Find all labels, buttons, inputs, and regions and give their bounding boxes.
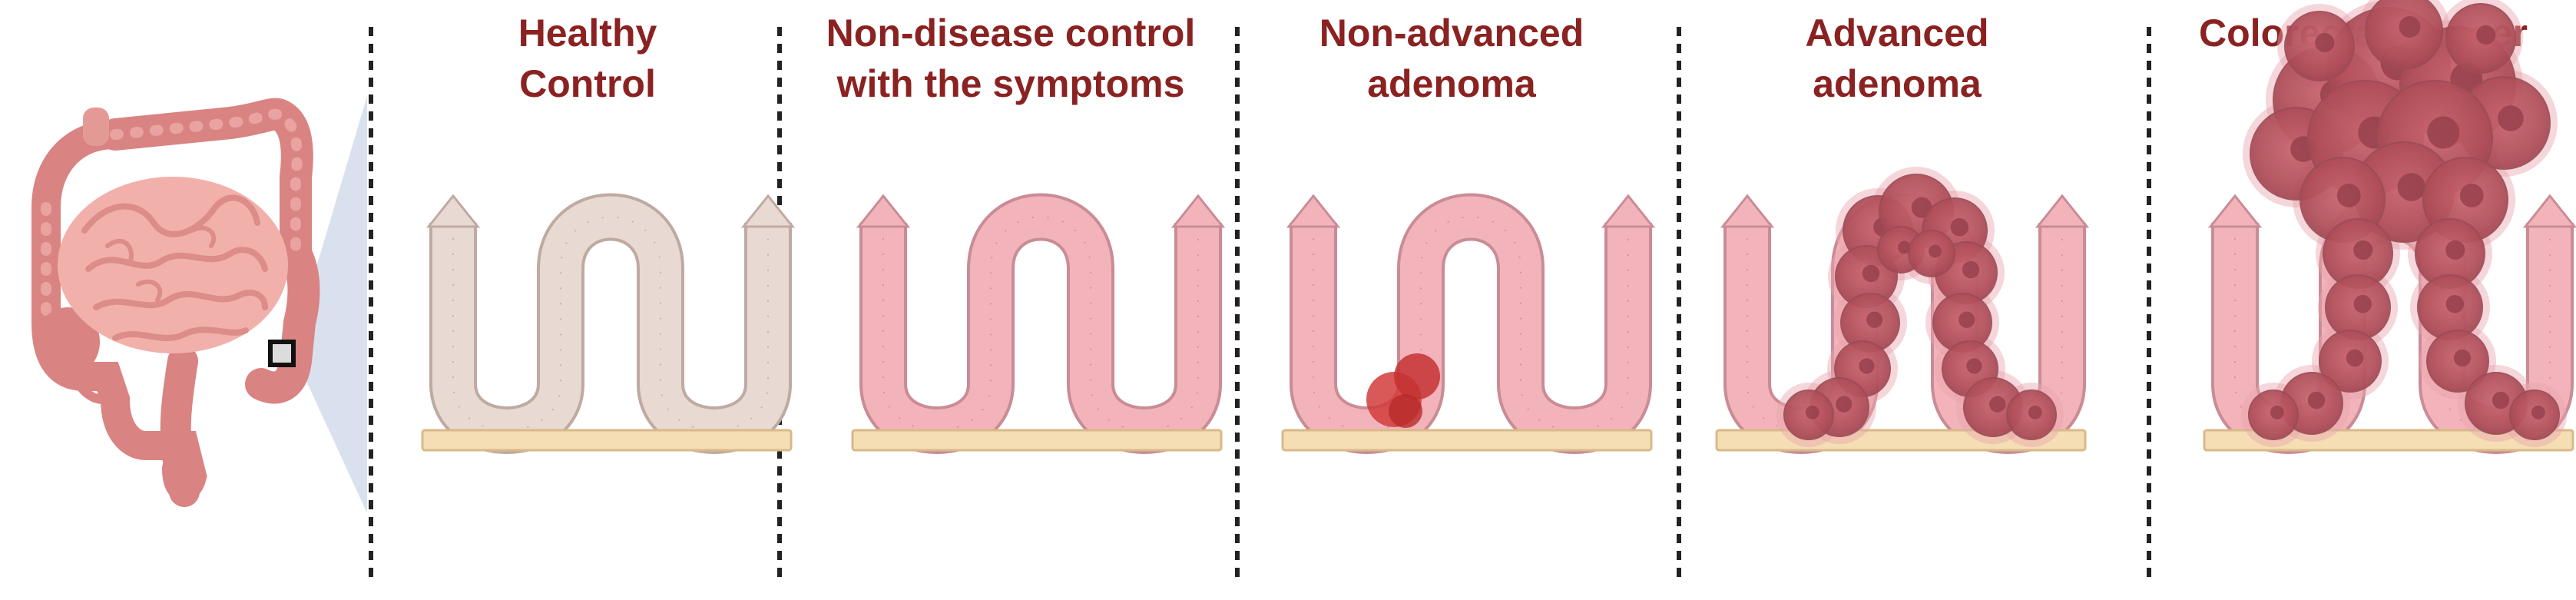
tumor-lesion <box>2241 0 2567 447</box>
basement-membrane <box>851 429 1223 452</box>
title-line: Control <box>519 62 656 105</box>
tissue-panels <box>421 0 2576 454</box>
title-line: with the symptoms <box>836 62 1185 105</box>
title-non-disease-control: Non-disease control with the symptoms <box>790 8 1232 109</box>
tissue-colorectal-cancer <box>2203 0 2576 454</box>
title-line: Non-disease control <box>826 12 1196 55</box>
tissue-healthy-control <box>421 193 796 454</box>
tumor-lesion <box>1776 167 2064 447</box>
basement-membrane <box>2203 429 2574 452</box>
tissue-non-advanced-adenoma <box>1281 193 1656 454</box>
tissue-non-disease-control <box>851 193 1226 454</box>
basement-membrane <box>1281 429 1653 452</box>
tissue-advanced-adenoma <box>1715 167 2090 454</box>
title-line: Healthy <box>518 12 657 55</box>
title-advanced-adenoma: Advanced adenoma <box>1705 8 2089 109</box>
title-line: Advanced <box>1805 12 1989 55</box>
zoom-box <box>268 340 296 367</box>
title-non-advanced-adenoma: Non-advanced adenoma <box>1260 8 1644 109</box>
title-healthy-control: Healthy Control <box>430 8 745 109</box>
polyp-lesion <box>1366 353 1440 428</box>
zoom-wedge <box>292 96 367 513</box>
title-line: adenoma <box>1367 62 1536 105</box>
basement-membrane <box>421 429 793 452</box>
title-line: Non-advanced <box>1319 12 1584 55</box>
intestine-icon <box>31 98 320 507</box>
title-line: adenoma <box>1813 62 1982 105</box>
